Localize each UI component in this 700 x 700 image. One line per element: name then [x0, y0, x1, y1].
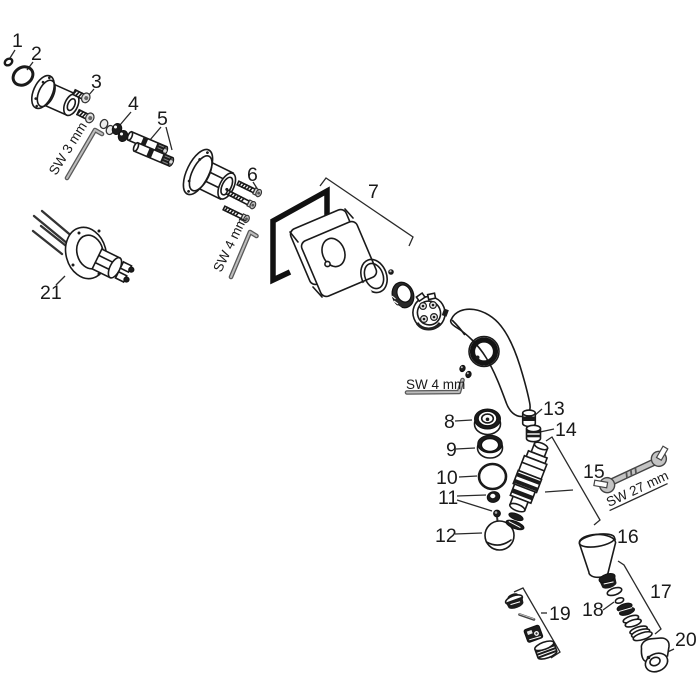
callout-19: 19 [549, 603, 571, 625]
valve-body-right [182, 148, 237, 201]
leader-lines [9, 49, 675, 659]
part-11-nut-and-screw [486, 491, 501, 521]
callout-17: 17 [650, 581, 672, 603]
callout-2: 2 [31, 43, 42, 65]
hex-key-4mm-lower-icon [404, 377, 465, 395]
part-8-cap [473, 408, 502, 436]
callout-18: 18 [582, 599, 604, 621]
part-2-oring [11, 65, 35, 87]
callout-20: 20 [675, 629, 697, 651]
threaded-ring [391, 281, 415, 309]
callout-labels: 1 2 3 4 5 6 7 8 9 10 11 12 13 14 15 16 1… [12, 30, 697, 651]
part-14-valve [525, 424, 542, 443]
handle-set-screws [459, 364, 472, 379]
part-19-kit [504, 593, 558, 660]
callout-14: 14 [555, 419, 577, 441]
open-end-wrench-icon [593, 445, 669, 494]
hex-key-4mm-lower-label: SW 4 mm [406, 377, 465, 392]
callout-4: 4 [128, 93, 139, 115]
part-1-oring [3, 57, 14, 67]
valve-body-left [30, 74, 80, 117]
callout-21: 21 [40, 282, 62, 304]
callout-5: 5 [157, 108, 168, 130]
callout-16: 16 [617, 526, 639, 548]
part-17-stack [598, 573, 653, 642]
part-13-valve [521, 409, 537, 428]
hex-key-3mm-icon [64, 127, 105, 181]
part-15-cartridge [505, 441, 549, 531]
part-21-assembly [31, 209, 135, 284]
part-9-ring [476, 434, 504, 459]
seal-frame [270, 186, 330, 285]
handle [449, 308, 531, 418]
callout-11: 11 [438, 487, 458, 509]
part-4-check-valves [99, 118, 129, 142]
plate-set-screw [388, 269, 394, 275]
callout-10: 10 [436, 467, 458, 489]
tool-labels: SW 3 mm SW 4 mm SW 4 mm SW 27 mm [46, 119, 671, 512]
part-16-sleeve [578, 533, 617, 579]
cartridge-adapter [412, 291, 449, 331]
escutcheon-plate [289, 208, 378, 298]
callout-1: 1 [12, 30, 23, 52]
callout-6: 6 [247, 164, 258, 186]
callout-7: 7 [368, 181, 379, 203]
part-18-piece [614, 596, 625, 605]
callout-8: 8 [444, 411, 455, 433]
part-10-oring [477, 462, 508, 491]
callout-12: 12 [435, 525, 457, 547]
part-3-grub-screws [71, 88, 95, 124]
slip-ring [360, 258, 388, 295]
callout-15: 15 [583, 461, 605, 483]
hex-key-4mm-upper-icon [228, 229, 259, 280]
callout-9: 9 [446, 439, 457, 461]
part-12-dome-cap [484, 520, 515, 551]
part-5-supply-pipes [126, 130, 175, 168]
callout-3: 3 [91, 71, 102, 93]
part-20-outlet [640, 637, 670, 673]
part-6-screws [222, 180, 263, 224]
callout-13: 13 [543, 398, 565, 420]
